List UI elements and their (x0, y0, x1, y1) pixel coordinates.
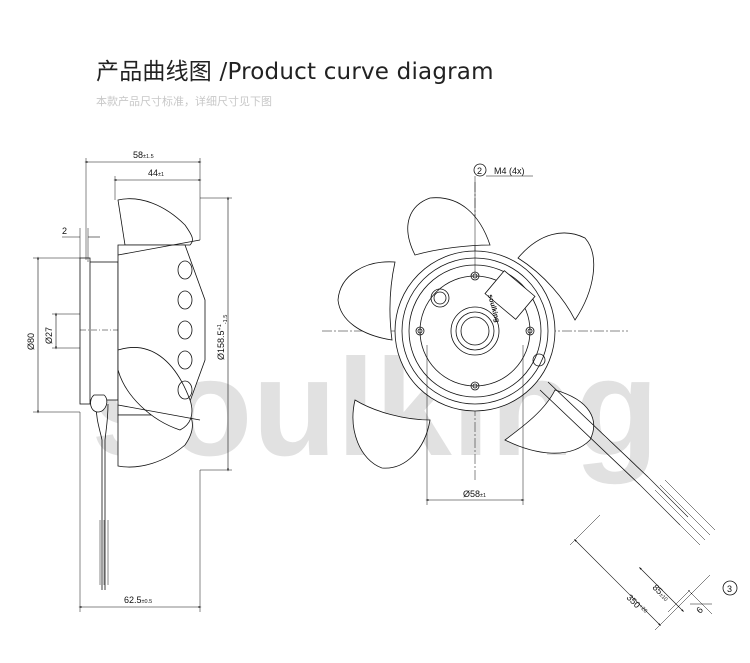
hub (450, 306, 500, 356)
callout-3 (722, 580, 738, 596)
motor-flange (79, 257, 91, 405)
title-cn: 产品曲线图 (96, 59, 212, 85)
dim-85: 85±10 (651, 582, 672, 603)
dim-44: 44±1 (148, 168, 164, 178)
callout-2 (473, 163, 487, 177)
dim-350: 350+20 (625, 592, 649, 616)
page-title: 产品曲线图 /Product curve diagram (96, 52, 494, 86)
mount-holes (415, 271, 535, 391)
side-dimension-labels: 58±1.5 44±1 2 Ø80 Ø27 Ø158.5+1-1.5 62.5±… (26, 150, 229, 605)
page-subtitle: 本款产品尺寸标准，详细尺寸见下图 (96, 95, 272, 108)
motor-body (87, 261, 119, 401)
side-view (33, 158, 232, 612)
callout-2-label: 2 (477, 166, 482, 176)
mount-label: M4 (4x) (494, 166, 525, 176)
label-plate (484, 270, 536, 320)
vent-hole (430, 288, 450, 308)
impeller-slots (177, 260, 193, 400)
dim-6: 6 (694, 605, 705, 616)
dim-158: Ø158.5+1-1.5 (216, 315, 229, 360)
dim-58: 58±1.5 (133, 150, 154, 160)
impeller-blades (337, 197, 595, 469)
dim-80: Ø80 (26, 333, 36, 350)
blade-mid (117, 347, 193, 431)
dim-27: Ø27 (44, 327, 54, 344)
dim-2: 2 (62, 226, 67, 236)
cable-front (539, 381, 649, 486)
blade-top (117, 198, 193, 246)
title-en: /Product curve diagram (219, 59, 494, 85)
dim-62: 62.5±0.5 (124, 595, 152, 605)
callout-3-label: 3 (727, 584, 732, 594)
front-view (322, 163, 738, 631)
dim-58-front: Ø58±1 (463, 489, 486, 499)
